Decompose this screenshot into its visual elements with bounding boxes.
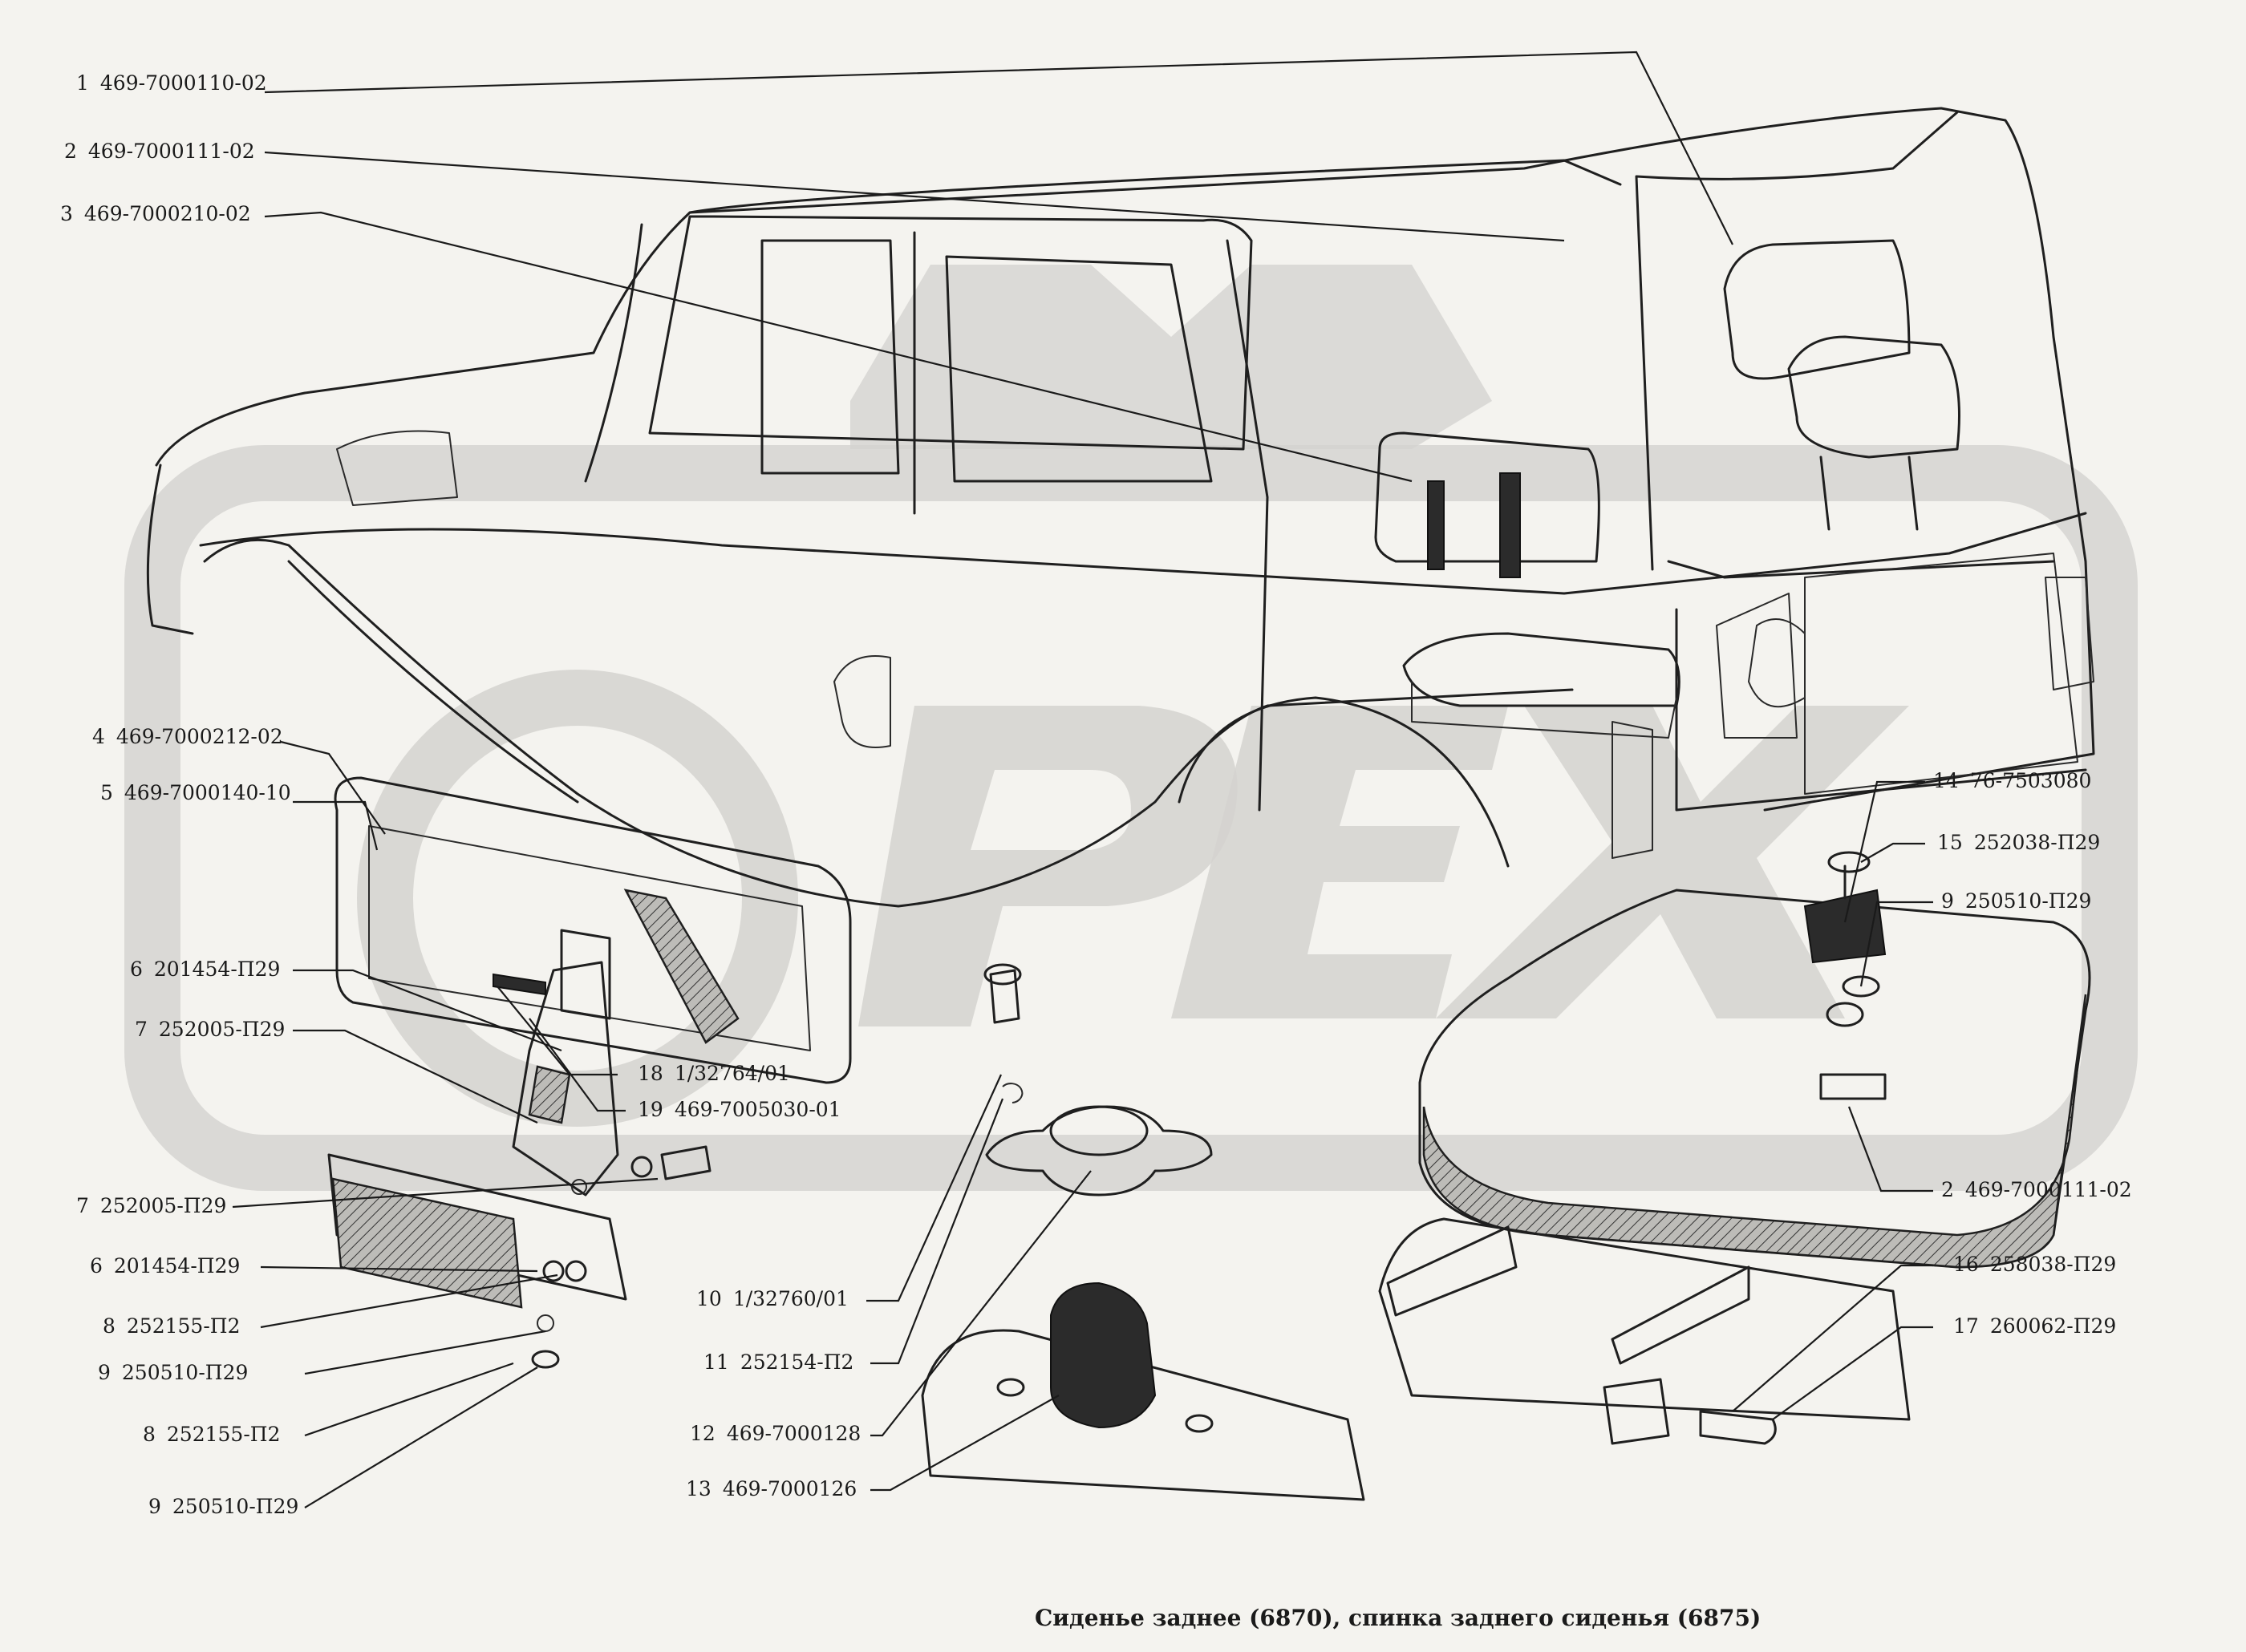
lower-left-foot-drawing [327, 1145, 712, 1369]
watermark-logo [124, 265, 2138, 1191]
leader-lines [232, 51, 1933, 1508]
centre-mount-parts-drawing [921, 963, 1365, 1501]
rear-seat-cushion-drawing [1378, 851, 2091, 1445]
vehicle-body-drawing [146, 107, 2095, 908]
diagram-caption: Сиденье заднее (6870), спинка заднего си… [1035, 1605, 1761, 1631]
bracket-assembly-drawing [493, 961, 619, 1196]
